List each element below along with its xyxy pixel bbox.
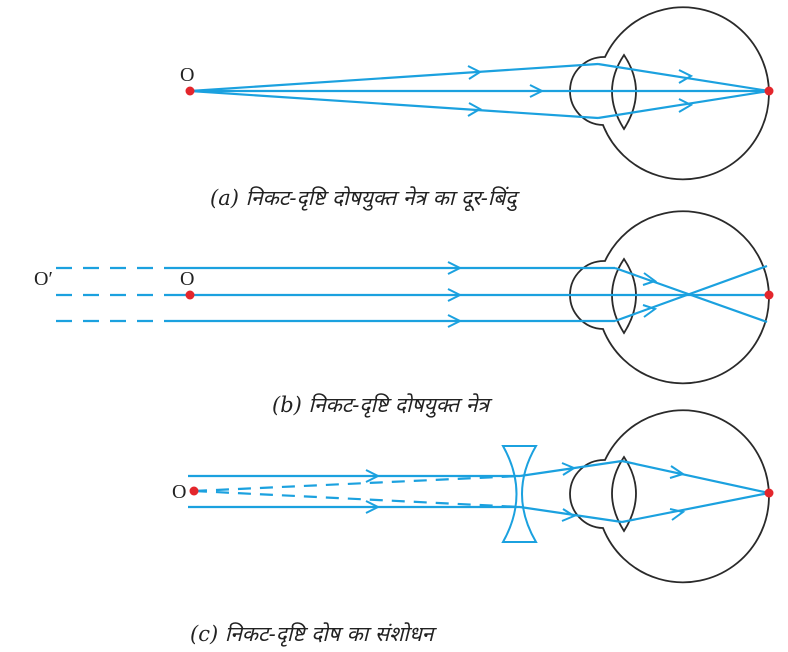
arrow-b-2 xyxy=(447,288,463,302)
arrow-c-3 xyxy=(561,462,577,476)
object-label-c: O xyxy=(172,481,186,503)
object-point-a xyxy=(185,86,195,96)
panel-b: O′ O (b) निकट-दृष्टि दोषयुक्त नेत्र xyxy=(34,210,774,418)
arrow-b-4 xyxy=(642,272,658,286)
arrow-c-6 xyxy=(669,508,686,521)
object-label-a: O xyxy=(180,64,194,86)
ray-c-top-refracted xyxy=(621,459,770,495)
ray-b-bot-refracted xyxy=(614,264,768,323)
panel-c: O (c) निकट-दृष्टि दोष का संशोधन xyxy=(172,409,774,647)
arrow-a-4 xyxy=(678,69,694,84)
arrow-c-2 xyxy=(365,500,381,514)
ray-a-bot-refracted xyxy=(597,89,770,120)
object-point-b xyxy=(185,290,195,300)
caption-b: (b) निकट-दृष्टि दोषयुक्त नेत्र xyxy=(272,393,493,418)
caption-c: (c) निकट-दृष्टि दोष का संशोधन xyxy=(190,622,438,647)
ray-a-bot xyxy=(189,89,599,120)
arrow-c-4 xyxy=(561,508,577,522)
arrow-b-5 xyxy=(642,304,658,318)
object-point-c xyxy=(189,486,199,496)
eyeball-b xyxy=(569,210,770,385)
ray-b-top-refracted xyxy=(614,266,768,324)
arrow-a-5 xyxy=(678,98,694,113)
virtual-ray-c-top xyxy=(193,474,521,493)
object-label-b: O xyxy=(180,268,194,290)
eyeball-c xyxy=(569,409,770,584)
caption-a: (a) निकट-दृष्टि दोषयुक्त नेत्र का दूर-बि… xyxy=(210,186,520,212)
virtual-ray-c-bot xyxy=(193,489,521,509)
eyeball-a xyxy=(569,6,770,181)
arrow-b-1 xyxy=(447,261,463,275)
arrow-b-3 xyxy=(447,314,463,328)
retina-point-b xyxy=(764,290,774,300)
arrow-a-1 xyxy=(467,65,483,80)
arrow-c-5 xyxy=(669,465,686,479)
retina-point-a xyxy=(764,86,774,96)
ray-a-top-refracted xyxy=(597,62,770,93)
panel-a: O (a) निकट-दृष्टि दोषयुक्त नेत्र का दूर-… xyxy=(180,6,774,212)
concave-lens xyxy=(501,445,538,543)
ray-c-bot-refracted xyxy=(621,491,770,524)
ray-c-top-diverged xyxy=(519,459,623,478)
arrow-a-2 xyxy=(529,84,545,98)
arrow-c-1 xyxy=(365,469,381,483)
far-object-label-b: O′ xyxy=(34,268,53,290)
eye-lens-c xyxy=(611,455,637,533)
ray-a-top xyxy=(189,62,599,93)
retina-point-c xyxy=(764,488,774,498)
arrow-a-3 xyxy=(467,102,483,117)
